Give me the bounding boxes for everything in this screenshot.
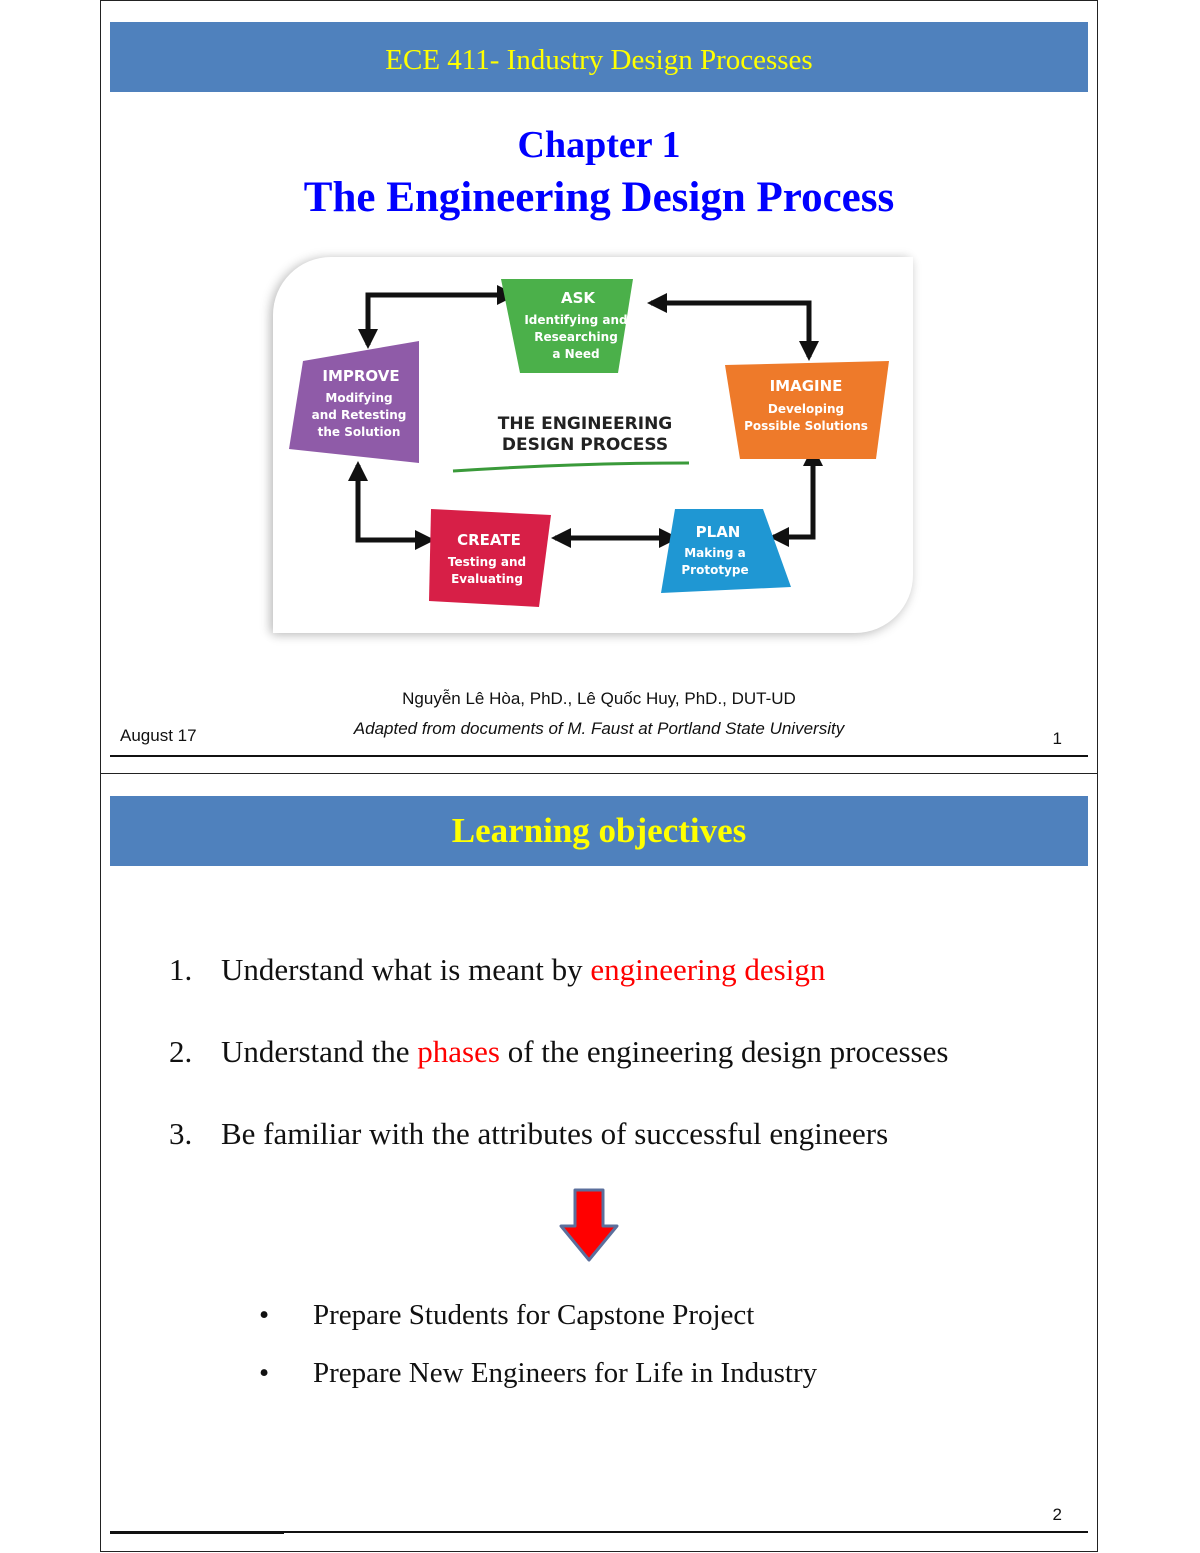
footer-rule	[110, 1531, 1088, 1533]
create-line-1: Testing and	[448, 555, 526, 569]
bullet-glyph: •	[259, 1357, 270, 1389]
objective-text: Understand the	[221, 1034, 418, 1069]
imagine-line-2: Possible Solutions	[744, 419, 868, 433]
goal-text: Prepare Students for Capstone Project	[313, 1299, 755, 1331]
plan-title: PLAN	[696, 523, 741, 541]
adapted-from-line: Adapted from documents of M. Faust at Po…	[353, 719, 845, 738]
slide-1: ECE 411- Industry Design Processes Chapt…	[100, 0, 1098, 774]
list-number: 3.	[169, 1116, 193, 1151]
cycle-arrows	[348, 285, 823, 550]
improve-line-2: and Retesting	[312, 408, 407, 422]
plan-line-1: Making a	[684, 546, 746, 560]
page-number: 2	[1052, 1505, 1062, 1524]
ask-line-1: Identifying and	[524, 313, 627, 327]
objective-highlight: phases	[417, 1034, 500, 1069]
plan-line-2: Prototype	[681, 563, 748, 577]
imagine-shape	[725, 361, 889, 459]
page-number: 1	[1052, 729, 1062, 748]
list-item: • Prepare New Engineers for Life in Indus…	[259, 1357, 817, 1415]
authors-line: Nguyễn Lê Hòa, PhD., Lê Quốc Huy, PhD., …	[402, 689, 796, 708]
arrow-improve-create	[348, 461, 435, 550]
diagram-underline	[452, 461, 690, 473]
slide-header-banner: ECE 411- Industry Design Processes	[110, 22, 1088, 92]
slide-2: Learning objectives 1. Understand what is…	[100, 773, 1098, 1552]
ask-line-3: a Need	[552, 347, 599, 361]
list-item: 1. Understand what is meant by engineerin…	[169, 952, 948, 1034]
imagine-title: IMAGINE	[770, 377, 843, 395]
design-process-svg: ASK Identifying and Researching a Need I…	[289, 279, 889, 607]
list-number: 1.	[169, 952, 193, 987]
imagine-line-1: Developing	[768, 402, 844, 416]
objective-text: Understand what is meant by	[221, 952, 591, 987]
diagram-center-title-1: THE ENGINEERING	[498, 414, 673, 434]
ask-shape	[501, 279, 633, 373]
list-item: 2. Understand the phases of the engineeri…	[169, 1034, 948, 1116]
improve-line-1: Modifying	[325, 391, 392, 405]
slide-date: August 17	[120, 726, 197, 745]
create-line-2: Evaluating	[451, 572, 523, 586]
footer-rule-accent	[110, 1532, 284, 1534]
bullet-glyph: •	[259, 1299, 270, 1331]
improve-shape	[289, 341, 419, 463]
improve-title: IMPROVE	[322, 367, 399, 385]
ask-title: ASK	[561, 289, 596, 307]
goal-text: Prepare New Engineers for Life in Indust…	[313, 1357, 818, 1389]
list-number: 2.	[169, 1034, 193, 1069]
arrow-ask-imagine	[647, 293, 819, 361]
design-process-diagram: ASK Identifying and Researching a Need I…	[273, 257, 913, 633]
chapter-label: Chapter 1	[517, 124, 681, 166]
goals-list: • Prepare Students for Capstone Project •…	[259, 1299, 817, 1415]
ask-line-2: Researching	[534, 330, 618, 344]
slide-header-banner: Learning objectives	[110, 796, 1088, 866]
diagram-center-title-2: DESIGN PROCESS	[502, 435, 668, 455]
create-title: CREATE	[457, 531, 521, 549]
improve-line-3: the Solution	[318, 425, 401, 439]
footer-rule	[110, 755, 1088, 757]
list-item: 3. Be familiar with the attributes of suc…	[169, 1116, 948, 1198]
arrow-ask-improve	[358, 285, 517, 349]
arrow-imagine-plan	[769, 446, 823, 547]
objectives-list: 1. Understand what is meant by engineerin…	[169, 952, 948, 1198]
plan-shape	[661, 509, 791, 593]
slide-title: The Engineering Design Process	[303, 174, 895, 221]
objective-highlight: engineering design	[590, 952, 826, 987]
create-shape	[429, 509, 551, 607]
down-arrow-icon	[559, 1188, 619, 1262]
objective-text: Be familiar with the attributes of succe…	[221, 1116, 889, 1151]
objective-text-tail: of the engineering design processes	[499, 1034, 949, 1069]
list-item: • Prepare Students for Capstone Project	[259, 1299, 817, 1357]
